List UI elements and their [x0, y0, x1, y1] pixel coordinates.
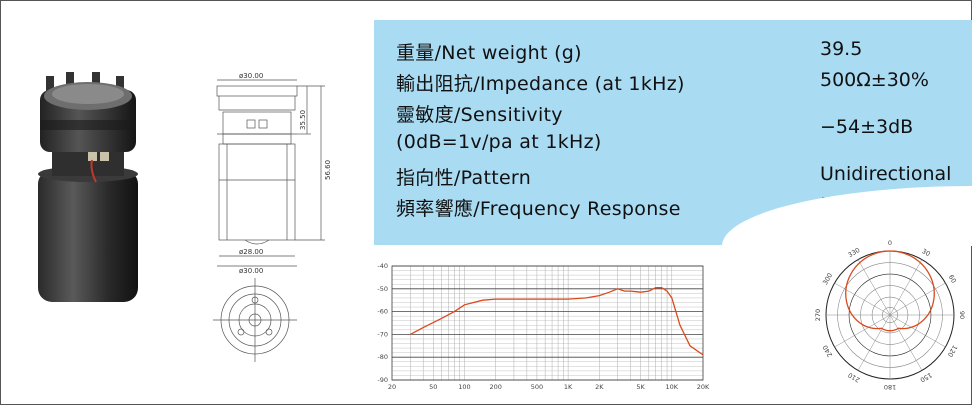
spec-pattern-value: Unidirectional [820, 163, 952, 185]
polar-spoke [889, 282, 946, 316]
x-tick-label: 5K [636, 383, 645, 391]
plot-border [391, 265, 704, 381]
polar-angle-label: 0 [888, 239, 892, 247]
polar-spoke [889, 314, 923, 371]
polar-angle-label: 210 [847, 371, 862, 384]
x-tick-label: 100 [458, 383, 470, 391]
polar-angle-label: 270 [814, 309, 822, 321]
x-tick-label: 10K [666, 383, 679, 391]
x-tick-label: 500 [531, 383, 543, 391]
spec-panel: 重量/Net weight (g) 39.5 輸出阻抗/Impedance (a… [374, 20, 972, 246]
polar-angle-label: 120 [946, 344, 959, 359]
polar-spoke [834, 314, 891, 348]
dim-height-2-label: 56.60 [324, 160, 332, 180]
y-tick-label: -70 [377, 330, 388, 338]
frequency-response-curve [409, 287, 704, 356]
dim-top-label: ø30.00 [239, 72, 263, 80]
frequency-x-tick-labels: 20 50 100 200 500 1K 2K 5K 10K 20K [388, 383, 710, 391]
x-tick-label: 20 [388, 383, 396, 391]
x-tick-label: 200 [489, 383, 501, 391]
polar-spoke [889, 259, 923, 316]
frequency-response-chart: -40 -50 -60 -70 -80 -90 20 50 100 200 500 1K 2K 5K 10… [377, 262, 710, 391]
spec-impedance-value: 500Ω±30% [820, 69, 929, 91]
dim-mid-label: ø28.00 [239, 248, 263, 256]
polar-angle-label: 90 [958, 311, 966, 319]
polar-spoke [834, 282, 891, 316]
spec-sensitivity-condition: (0dB=1v/pa at 1kHz) [396, 131, 602, 153]
polar-spoke [857, 259, 891, 316]
polar-pattern-chart: 0 30 60 90 120 150 180 210 240 270 300 330 [814, 239, 966, 391]
spec-frequency-value: 50Hz~12KHz [820, 194, 946, 216]
spec-impedance-label: 輸出阻抗/Impedance (at 1kHz) [396, 73, 685, 95]
polar-pattern-curve [845, 250, 935, 332]
polar-grid [825, 250, 955, 380]
polar-angle-label: 30 [920, 247, 931, 258]
y-tick-label: -90 [377, 376, 388, 384]
spec-sensitivity-value: −54±3dB [820, 116, 914, 138]
polar-angle-label: 180 [884, 383, 896, 391]
dim-bottom-label: ø30.00 [239, 267, 263, 275]
y-tick-label: -60 [377, 308, 388, 316]
y-tick-label: -40 [377, 262, 388, 270]
polar-spoke [857, 314, 891, 371]
polar-angle-label: 60 [947, 273, 958, 284]
spec-frequency-label: 頻率響應/Frequency Response [396, 198, 681, 220]
spec-weight-label: 重量/Net weight (g) [396, 42, 582, 64]
y-tick-label: -50 [377, 285, 388, 293]
polar-spoke [889, 314, 946, 348]
y-tick-label: -80 [377, 353, 388, 361]
dimension-drawing: ø30.00 ø28.00 ø30.00 35.50 56.60 [213, 72, 332, 362]
x-tick-label: 50 [429, 383, 437, 391]
dim-height-1-label: 35.50 [299, 110, 307, 130]
x-tick-label: 1K [564, 383, 573, 391]
microphone-cartridge-photo [38, 72, 138, 302]
polar-angle-label: 300 [821, 272, 834, 287]
polar-angle-label: 330 [847, 246, 862, 259]
frequency-grid [391, 265, 704, 381]
spec-sensitivity-label: 靈敏度/Sensitivity [396, 104, 563, 126]
frequency-y-tick-labels: -40 -50 -60 -70 -80 -90 [377, 262, 388, 384]
x-tick-label: 20K [697, 383, 710, 391]
polar-angle-label: 240 [821, 344, 834, 359]
spec-weight-value: 39.5 [820, 38, 863, 60]
spec-pattern-label: 指向性/Pattern [396, 167, 532, 189]
x-tick-label: 2K [595, 383, 604, 391]
polar-angle-label: 150 [919, 371, 934, 384]
